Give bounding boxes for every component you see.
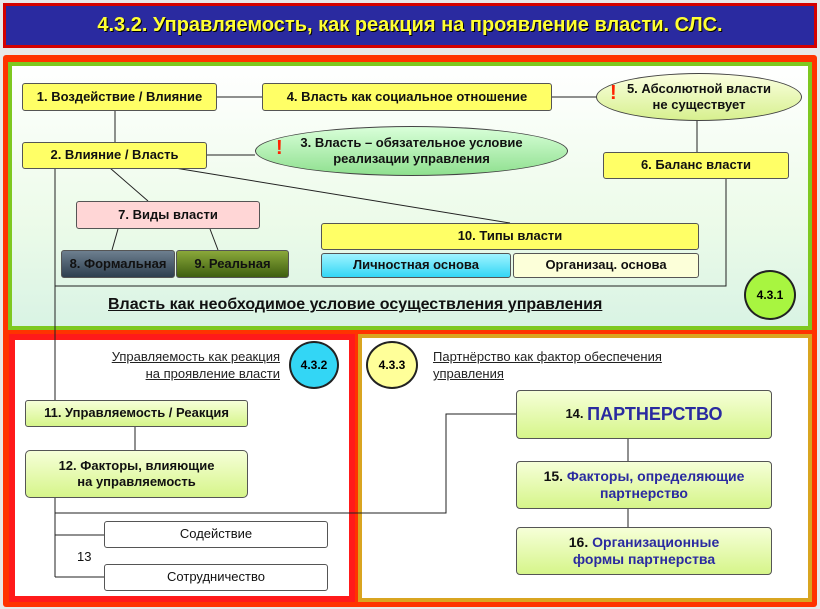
box-power-types-label: 10. Типы власти	[457, 228, 563, 244]
box-13-number: 13	[77, 549, 92, 564]
box-assistance-label: Содействие	[179, 526, 253, 542]
oval-power-condition: 3. Власть – обязательное условие реализа…	[255, 126, 568, 176]
box-manageability-factors-line1: 12. Факторы, влияющие	[58, 457, 215, 473]
right-section-caption-line1: Партнёрство как фактор обеспечения	[433, 349, 662, 364]
box-partnership-factors-line2: партнерство	[600, 485, 688, 501]
oval-power-condition-line1: 3. Власть – обязательное условие	[300, 134, 523, 150]
box-real-label: 9. Реальная	[194, 255, 271, 271]
section-badge-432[interactable]: 4.3.2	[289, 341, 339, 389]
oval-no-absolute-power: 5. Абсолютной власти не существует	[596, 73, 802, 121]
box-formal: 8. Формальная	[61, 250, 175, 278]
box-power-balance-label: 6. Баланс власти	[640, 157, 752, 173]
box-influence-label: 1. Воздействие / Влияние	[36, 88, 203, 104]
right-section-caption-line2: управления	[433, 365, 504, 381]
oval-no-absolute-power-line2: не существует	[652, 97, 746, 112]
section-badge-433[interactable]: 4.3.3	[366, 341, 418, 389]
left-section-caption: Управляемость как реакция на проявление …	[60, 349, 280, 383]
box-manageability: 11. Управляемость / Реакция	[25, 400, 248, 427]
box-power-label: 2. Влияние / Власть	[50, 147, 179, 163]
box-power-types: 10. Типы власти	[321, 223, 699, 250]
box-partnership-label: ПАРТНЕРСТВО	[587, 404, 723, 425]
left-section-caption-line2: на проявление власти	[145, 365, 280, 381]
section-badge-433-label: 4.3.3	[378, 358, 406, 372]
box-cooperation-label: Сотрудничество	[167, 569, 265, 585]
section-badge-431-label: 4.3.1	[756, 288, 784, 302]
oval-power-condition-line2: реализации управления	[333, 151, 490, 166]
box-social-relation: 4. Власть как социальное отношение	[262, 83, 552, 111]
box-real: 9. Реальная	[176, 250, 289, 278]
box-assistance: Содействие	[104, 521, 328, 548]
box-formal-label: 8. Формальная	[69, 255, 167, 271]
box-manageability-label: 11. Управляемость / Реакция	[44, 405, 229, 421]
box-partnership-forms: 16. Организационные формы партнерства	[516, 527, 772, 575]
box-manageability-factors-line2: на управляемость	[77, 474, 196, 489]
box-partnership-forms-line1: Организационные	[592, 533, 720, 550]
box-organizational-basis-label: Организац. основа	[545, 257, 667, 273]
section-badge-432-label: 4.3.2	[300, 358, 328, 372]
box-partnership-number: 14.	[565, 406, 584, 422]
oval-no-absolute-power-line1: 5. Абсолютной власти	[626, 80, 772, 96]
left-section-caption-line1: Управляемость как реакция	[111, 349, 280, 364]
box-influence: 1. Воздействие / Влияние	[22, 83, 217, 111]
box-personal-basis: Личностная основа	[321, 253, 511, 278]
box-partnership-factors: 15. Факторы, определяющие партнерство	[516, 461, 772, 509]
box-partnership-factors-line1: Факторы, определяющие	[566, 467, 745, 484]
right-section-caption: Партнёрство как фактор обеспечения управ…	[433, 349, 763, 383]
box-partnership-forms-number: 16.	[568, 533, 589, 550]
section-badge-431[interactable]: 4.3.1	[744, 270, 796, 320]
top-section-caption: Власть как необходимое условие осуществл…	[108, 296, 603, 313]
box-partnership-factors-number: 15.	[543, 467, 564, 484]
box-cooperation: Сотрудничество	[104, 564, 328, 591]
box-power-kinds-label: 7. Виды власти	[118, 206, 218, 222]
box-power: 2. Влияние / Власть	[22, 142, 207, 169]
box-power-balance: 6. Баланс власти	[603, 152, 789, 179]
exclamation-mark-5: !	[610, 82, 617, 104]
box-manageability-factors: 12. Факторы, влияющие на управляемость	[25, 450, 248, 498]
box-personal-basis-label: Личностная основа	[352, 257, 479, 273]
box-power-kinds: 7. Виды власти	[76, 201, 260, 229]
page-title: 4.3.2. Управляемость, как реакция на про…	[3, 3, 817, 48]
box-partnership: 14. ПАРТНЕРСТВО	[516, 390, 772, 439]
exclamation-mark-3: !	[276, 137, 283, 159]
box-partnership-forms-line2: формы партнерства	[572, 551, 716, 567]
box-organizational-basis: Организац. основа	[513, 253, 699, 278]
box-social-relation-label: 4. Власть как социальное отношение	[286, 88, 528, 104]
